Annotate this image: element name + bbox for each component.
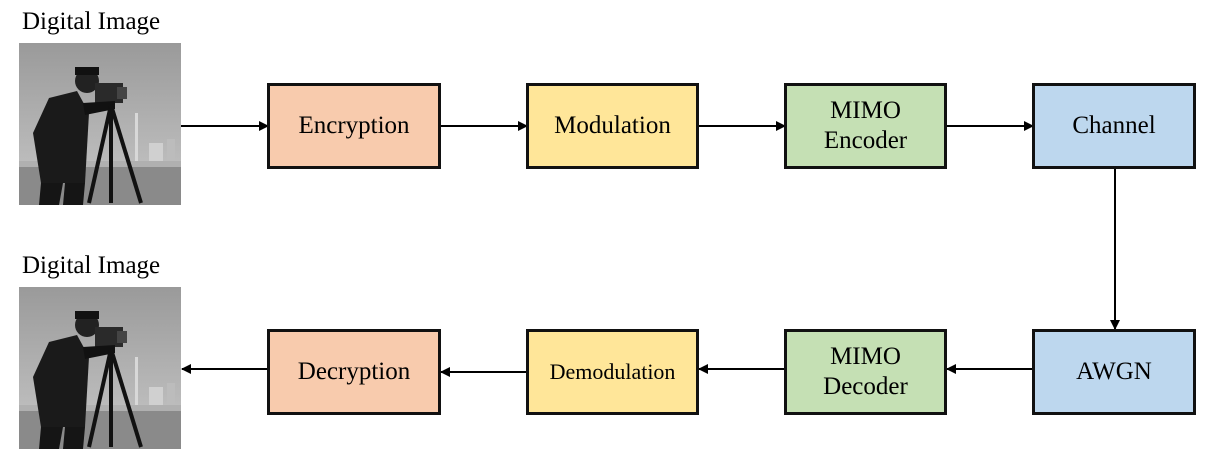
mimo-encoder-label-line2: Encoder — [823, 127, 908, 154]
awgn-label: AWGN — [1076, 358, 1152, 385]
mimo-encoder-block: MIMO Encoder — [784, 83, 947, 169]
output-image-caption: Digital Image — [22, 252, 161, 279]
mimo-decoder-block: MIMO Decoder — [784, 329, 947, 415]
modulation-block: Modulation — [526, 83, 699, 169]
mimo-encoder-label-line1: MIMO — [830, 97, 901, 124]
demodulation-block: Demodulation — [526, 329, 699, 415]
decryption-block: Decryption — [267, 329, 441, 415]
decryption-label: Decryption — [297, 358, 411, 385]
encryption-label: Encryption — [298, 112, 410, 139]
input-image-caption: Digital Image — [22, 8, 161, 35]
modulation-label: Modulation — [554, 112, 671, 139]
channel-block: Channel — [1032, 83, 1196, 169]
mimo-decoder-label-line2: Decoder — [823, 373, 908, 400]
demodulation-label: Demodulation — [549, 358, 676, 384]
channel-label: Channel — [1072, 112, 1156, 139]
encryption-block: Encryption — [267, 83, 441, 169]
awgn-block: AWGN — [1032, 329, 1196, 415]
mimo-decoder-label-line1: MIMO — [830, 343, 901, 370]
